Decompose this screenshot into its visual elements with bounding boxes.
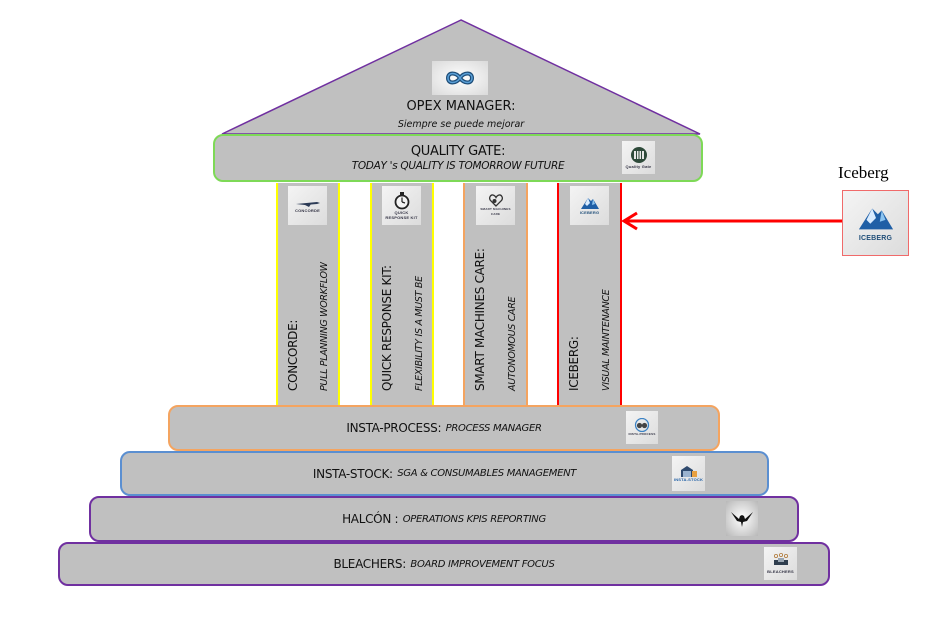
- quality-gate-subtitle: TODAY 's QUALITY IS TOMORROW FUTURE: [351, 160, 565, 172]
- opex-manager-logo: [432, 61, 488, 95]
- insta-stock-logo-caption: INSTA-STOCK: [673, 477, 704, 482]
- smart-machines-care-logo-caption: SMART MACHINES CARE: [480, 207, 511, 216]
- step-insta-stock-subtitle: SGA & CONSUMABLES MANAGEMENT: [397, 468, 577, 479]
- infinity-icon: [445, 71, 475, 85]
- pillar-quick-response-kit-title: QUICK RESPONSE KIT:: [380, 265, 394, 391]
- falcon-icon: [731, 511, 753, 527]
- pillar-iceberg-subtitle: VISUAL MAINTENANCE: [601, 289, 612, 391]
- pillar-quick-response-kit-subtitle: FLEXIBILITY IS A MUST BE: [414, 276, 425, 391]
- concorde-logo: CONCORDE: [288, 186, 327, 225]
- step-insta-stock-title: INSTA-STOCK:: [312, 466, 393, 481]
- bleachers-logo-caption: BLEACHERS: [767, 569, 794, 574]
- step-insta-process-title: INSTA-PROCESS:: [346, 421, 442, 435]
- iceberg-pillar-logo: ICEBERG: [570, 186, 609, 225]
- step-bleachers-title: BLEACHERS:: [333, 557, 406, 571]
- step-halcon-title: HALCÓN :: [342, 512, 399, 526]
- pillar-concorde-subtitle: PULL PLANNING WORKFLOW: [319, 262, 330, 391]
- pillar-smart-machines-care: SMART MACHINES CARE SMART MACHINES CARE:…: [463, 183, 528, 405]
- quick-response-kit-logo: QUICK RESPONSE KIT: [382, 186, 421, 225]
- gears-icon: [634, 418, 650, 432]
- step-bleachers: BLEACHERS: BOARD IMPROVEMENT FOCUS: [58, 542, 830, 586]
- iceberg-pillar-logo-caption: ICEBERG: [579, 210, 600, 215]
- pillar-smart-machines-care-title: SMART MACHINES CARE:: [473, 248, 487, 391]
- step-halcon-subtitle: OPERATIONS KPIS REPORTING: [402, 513, 546, 525]
- stopwatch-icon: [394, 191, 409, 209]
- step-halcon: HALCÓN : OPERATIONS KPIS REPORTING: [89, 496, 799, 542]
- warehouse-icon: [680, 466, 697, 477]
- iceberg-icon: [858, 208, 893, 229]
- pillar-concorde: CONCORDE CONCORDE: PULL PLANNING WORKFLO…: [276, 183, 340, 405]
- quality-gate-logo-caption: Quality Gate: [625, 164, 652, 169]
- heart-gear-icon: [488, 194, 503, 207]
- quality-gate-logo: Quality Gate: [622, 141, 655, 174]
- step-bleachers-subtitle: BOARD IMPROVEMENT FOCUS: [410, 558, 555, 570]
- callout-iceberg-logo: ICEBERG: [842, 190, 909, 256]
- pillar-concorde-title: CONCORDE:: [286, 319, 300, 391]
- callout-logo-caption: ICEBERG: [858, 234, 893, 242]
- pillar-smart-machines-care-subtitle: AUTONOMOUS CARE: [507, 296, 518, 391]
- airplane-icon: [295, 202, 320, 207]
- halcon-logo: [726, 501, 758, 536]
- insta-stock-logo: INSTA-STOCK: [672, 456, 705, 491]
- step-insta-process-subtitle: PROCESS MANAGER: [445, 422, 542, 434]
- step-insta-stock: INSTA-STOCK: SGA & CONSUMABLES MANAGEMEN…: [120, 451, 769, 496]
- pillar-iceberg-title: ICEBERG:: [567, 336, 581, 391]
- pillar-iceberg: ICEBERG ICEBERG: VISUAL MAINTENANCE: [557, 183, 622, 405]
- roof-title: OPEX MANAGER:: [406, 99, 516, 114]
- callout-label: Iceberg: [838, 163, 889, 182]
- gate-icon: [630, 147, 647, 163]
- bleachers-logo: BLEACHERS: [764, 547, 797, 580]
- iceberg-icon: [580, 198, 599, 209]
- quality-gate-title: QUALITY GATE:: [410, 144, 506, 159]
- pillar-quick-response-kit: QUICK RESPONSE KIT QUICK RESPONSE KIT: F…: [370, 183, 434, 405]
- roof-subtitle: Siempre se puede mejorar: [397, 119, 525, 130]
- concorde-logo-caption: CONCORDE: [295, 208, 320, 213]
- team-board-icon: [773, 553, 788, 565]
- smart-machines-care-logo: SMART MACHINES CARE: [476, 186, 515, 225]
- insta-process-logo: INSTA-PROCESS: [626, 411, 658, 444]
- quality-gate-beam: QUALITY GATE: TODAY 's QUALITY IS TOMORR…: [213, 134, 703, 182]
- insta-process-logo-caption: INSTA-PROCESS: [628, 432, 656, 436]
- quick-response-kit-logo-caption: QUICK RESPONSE KIT: [385, 209, 418, 220]
